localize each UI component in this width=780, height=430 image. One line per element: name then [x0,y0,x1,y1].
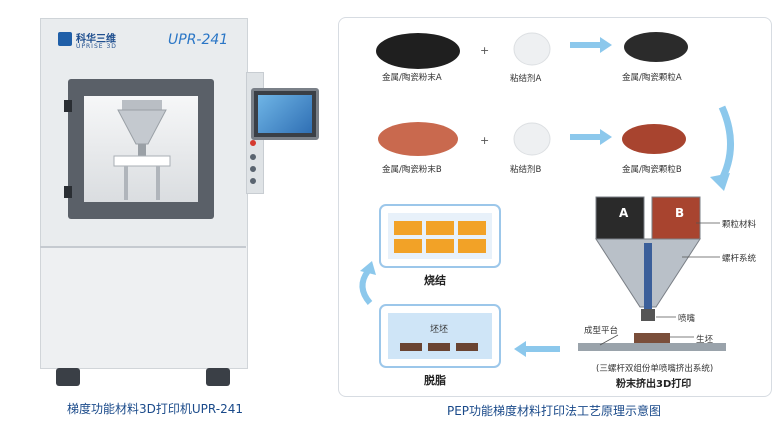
plus-a: + [480,44,490,57]
touch-screen[interactable] [251,88,319,140]
brand-logo-icon [58,32,72,46]
process-diagram [359,32,734,368]
step-sinter-title: 烧结 [424,274,446,287]
power-button[interactable] [250,140,256,146]
system-note: (三螺杆双组份单喷嘴挤出系统) [596,364,714,374]
brand-name-en: UPRISE 3D [76,43,117,50]
status-light-3 [250,178,256,184]
granule-b-pile [622,124,686,154]
printer-caption: 梯度功能材料3D打印机UPR-241 [67,402,243,416]
build-platform [578,343,726,351]
label-powder-a: 金属/陶瓷粉末A [382,73,442,83]
label-platform: 成型平台 [584,326,619,336]
powder-a-pile [376,33,460,69]
door-hinge-bottom [64,186,72,198]
label-screw-system: 螺杆系统 [722,254,757,264]
arrow-to-sinter [359,269,373,305]
status-light-2 [250,166,256,172]
label-granule-a: 金属/陶瓷颗粒A [622,73,682,83]
hopper-a [595,196,645,240]
label-granule-b: 金属/陶瓷颗粒B [622,165,682,175]
granule-a-pile [624,32,688,62]
powder-b-pile [378,122,458,156]
binder-b-pile [513,122,551,156]
screw-shaft [644,243,652,309]
label-green-body: 生坯 [696,335,714,345]
debind-chamber [388,313,492,359]
extruder-machinery-icon [113,100,171,200]
sinter-heater-1 [394,221,422,235]
nozzle [641,309,655,321]
lower-door-seam [40,246,246,248]
model-label: UPR-241 [168,32,229,48]
plus-b: + [480,134,490,147]
label-binder-a: 粘结剂A [510,74,542,84]
label-granule-material: 颗粒材料 [722,220,757,230]
green-body [634,333,670,343]
arrow-to-hopper [716,105,734,185]
printer-base-cabinet [40,246,248,369]
hopper-a-label: A [619,206,629,220]
status-light-1 [250,154,256,160]
hopper-b-label: B [675,206,685,220]
step-debind-title: 脱脂 [424,374,446,387]
step-print-title: 粉末挤出3D打印 [616,379,692,390]
caster-wheel-right [206,368,230,386]
label-nozzle: 喷嘴 [678,314,696,324]
debind-green-label: 坯坯 [430,325,449,335]
caster-wheel-left [56,368,80,386]
label-binder-b: 粘结剂B [510,165,542,175]
brand-name-cn: 科华三维 [76,34,116,45]
door-hinge-top [64,100,72,112]
diagram-caption: PEP功能梯度材料打印法工艺原理示意图 [446,404,662,418]
binder-a-pile [513,32,551,66]
label-powder-b: 金属/陶瓷粉末B [382,165,442,175]
